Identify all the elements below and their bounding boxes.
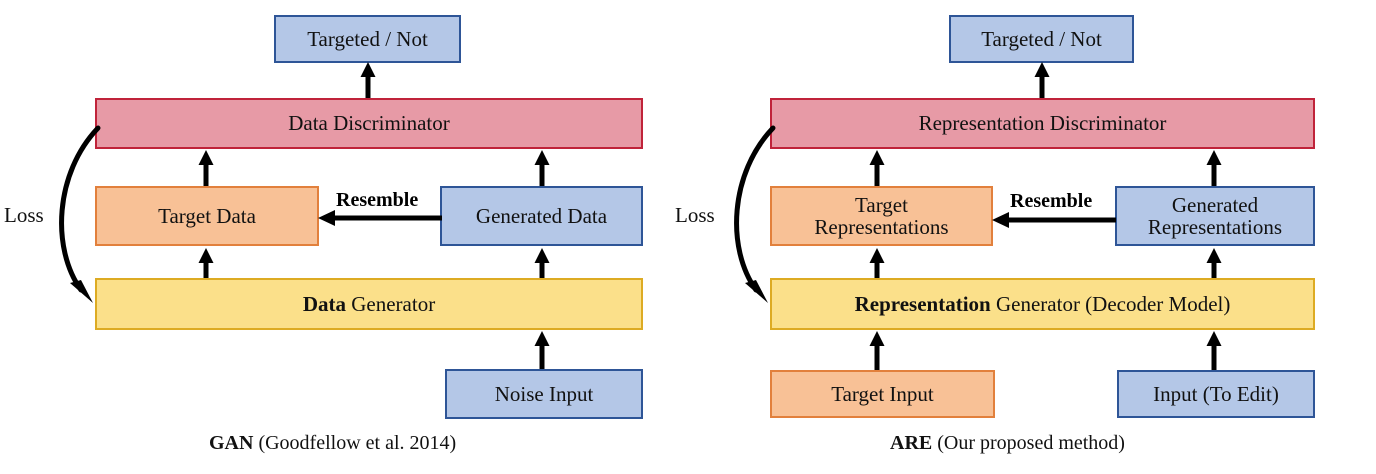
gan-generator-box: Data Generator [95,278,643,330]
gan-arrow-noise-to-generator [534,331,550,370]
are-arrow-resemble [992,212,1116,228]
are-generator-label-bold: Representation [854,291,991,316]
gan-arrow-generator-to-generated [534,248,550,278]
gan-arrow-target-to-discriminator [198,150,214,187]
gan-generator-label-bold: Data [302,291,346,316]
gan-generated-label: Generated Data [475,203,608,228]
gan-arrow-resemble [318,210,442,226]
are-target-input-box: Target Input [770,370,995,418]
are-target-label: Target Representations [808,194,954,239]
gan-discriminator-box: Data Discriminator [95,98,643,149]
gan-output-box: Targeted / Not [274,15,461,63]
are-generated-label-line2: Representations [1147,215,1283,239]
gan-noise-input-box: Noise Input [445,369,643,419]
are-caption-rest: (Our proposed method) [932,432,1125,454]
are-generator-label-rest: Generator (Decoder Model) [990,291,1231,316]
gan-arrow-discriminator-to-output [360,62,376,100]
gan-caption: GAN (Goodfellow et al. 2014) [209,432,456,455]
gan-arrow-generated-to-discriminator [534,150,550,187]
gan-generator-label: Data Generator [297,293,441,315]
are-arrow-generator-to-target [869,248,885,278]
are-discriminator-label: Representation Discriminator [918,111,1167,136]
are-arrow-target-to-discriminator [869,150,885,187]
are-output-box: Targeted / Not [949,15,1134,63]
gan-resemble-label: Resemble [336,189,419,211]
gan-noise-input-label: Noise Input [494,381,594,406]
gan-generated-box: Generated Data [440,186,643,246]
are-edit-input-label: Input (To Edit) [1153,381,1279,406]
are-target-box: Target Representations [770,186,993,246]
gan-target-box: Target Data [95,186,319,246]
are-generator-label: Representation Generator (Decoder Model) [849,293,1237,315]
are-arrow-discriminator-to-output [1034,62,1050,100]
gan-arrow-generator-to-target [198,248,214,278]
gan-discriminator-label: Data Discriminator [288,111,450,136]
are-arrow-generated-to-discriminator [1206,150,1222,187]
gan-generator-label-rest: Generator [345,291,436,316]
are-generated-label-line1: Generated [1171,192,1259,217]
are-output-label: Targeted / Not [981,26,1102,51]
gan-loss-label: Loss [4,203,44,227]
are-target-label-line1: Target [855,192,908,217]
are-generated-label: Generated Representations [1142,194,1288,239]
are-target-label-line2: Representations [814,215,949,239]
are-caption: ARE (Our proposed method) [890,432,1125,455]
are-generated-box: Generated Representations [1115,186,1315,246]
are-loss-curve [734,125,776,303]
are-discriminator-box: Representation Discriminator [770,98,1315,149]
gan-caption-bold: GAN [209,432,254,454]
are-generator-box: Representation Generator (Decoder Model) [770,278,1315,330]
gan-output-label: Targeted / Not [307,26,428,51]
are-target-input-label: Target Input [831,381,934,406]
are-arrow-target-input-to-generator [869,331,885,371]
are-arrow-generator-to-generated [1206,248,1222,278]
are-edit-input-box: Input (To Edit) [1117,370,1315,418]
are-caption-bold: ARE [890,432,933,454]
are-resemble-label: Resemble [1010,190,1093,212]
gan-caption-rest: (Goodfellow et al. 2014) [253,432,457,454]
gan-target-label: Target Data [158,203,256,228]
gan-loss-curve [59,125,101,303]
are-loss-label: Loss [675,203,715,227]
are-arrow-edit-input-to-generator [1206,331,1222,371]
